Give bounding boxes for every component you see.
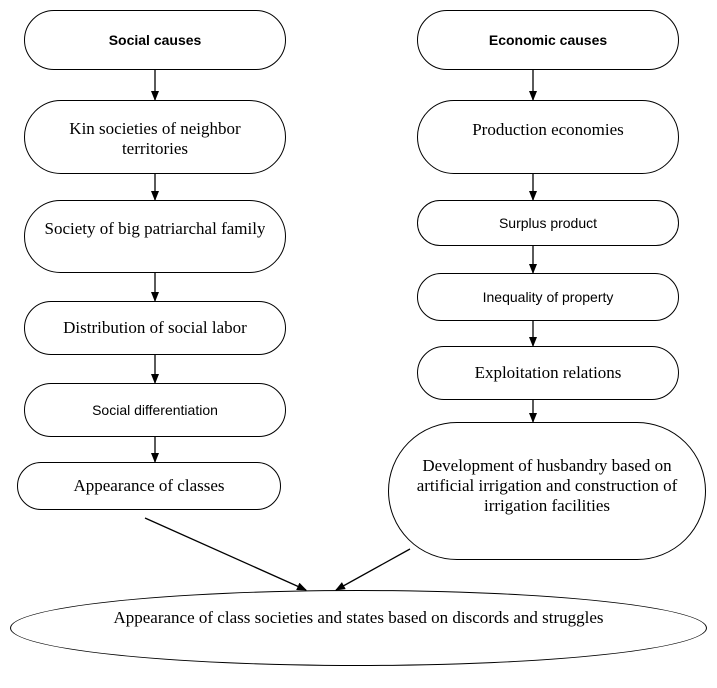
social-labor-node: Distribution of social labor [24,301,286,355]
social-labor-label: Distribution of social labor [63,317,247,337]
arrow-classes-to-result [144,517,307,591]
kin-societies-node: Kin societies of neighbor territories [24,100,286,174]
appearance-of-classes-label: Appearance of classes [73,475,225,495]
husbandry-development-node: Development of husbandry based on artifi… [388,422,706,560]
social-differentiation-label: Social differentiation [92,401,218,418]
arrow-husbandry-to-result [335,548,411,591]
inequality-of-property-node: Inequality of property [417,273,679,321]
exploitation-relations-node: Exploitation relations [417,346,679,400]
production-economies-label: Production economies [472,120,624,139]
patriarchal-family-node: Society of big patriarchal family [24,200,286,273]
economic-causes-label: Economic causes [488,31,608,48]
surplus-product-label: Surplus product [498,214,598,231]
social-causes-label: Social causes [108,31,202,48]
social-differentiation-node: Social differentiation [24,383,286,437]
result-label: Appearance of class societies and states… [113,608,604,627]
social-causes-header: Social causes [24,10,286,70]
kin-societies-label: Kin societies of neighbor territories [69,119,241,159]
economic-causes-header: Economic causes [417,10,679,70]
result-node: Appearance of class societies and states… [10,590,707,666]
husbandry-development-label: Development of husbandry based on artifi… [416,456,678,516]
exploitation-relations-label: Exploitation relations [474,362,622,382]
surplus-product-node: Surplus product [417,200,679,246]
production-economies-node: Production economies [417,100,679,174]
appearance-of-classes-node: Appearance of classes [17,462,281,510]
inequality-of-property-label: Inequality of property [482,288,614,305]
patriarchal-family-label: Society of big patriarchal family [44,219,266,238]
